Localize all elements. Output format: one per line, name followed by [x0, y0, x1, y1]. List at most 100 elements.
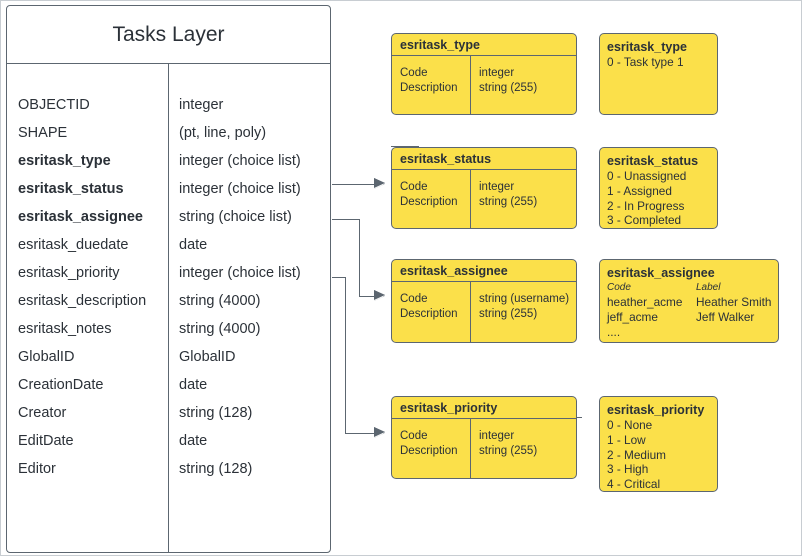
value-col-header-code: Code [607, 282, 631, 293]
schema-box-esritask-status[interactable]: esritask_status Code Description integer… [391, 147, 577, 229]
schema-box-body: Code Description integer string (255) [392, 170, 576, 228]
value-box-title: esritask_assignee [607, 266, 715, 280]
schema-field-name: Description [400, 444, 458, 457]
schema-box-title: esritask_type [392, 34, 576, 56]
schema-box-body: Code Description integer string (255) [392, 419, 576, 478]
field-type: integer (choice list) [179, 265, 301, 281]
field-type: date [179, 433, 208, 449]
connector-priority-seg3 [345, 433, 384, 435]
connector-assignee-seg3 [359, 296, 384, 298]
field-type: string (4000) [179, 293, 261, 309]
schema-field-name: Code [400, 67, 428, 79]
connector-assignee-seg1 [332, 219, 360, 221]
field-name: esritask_assignee [18, 209, 143, 225]
value-box-row: 2 - In Progress [607, 198, 685, 213]
value-box-grid: Code Label heather_acme Heather Smith je… [607, 281, 778, 325]
schema-box-esritask-assignee[interactable]: esritask_assignee Code Description strin… [391, 259, 577, 343]
table-column-divider [168, 64, 170, 552]
value-box-row: 0 - Task type 1 [607, 55, 684, 69]
tasks-layer-table: Tasks Layer OBJECTID SHAPE esritask_type… [6, 5, 331, 553]
field-name: esritask_duedate [18, 237, 129, 253]
field-type: (pt, line, poly) [179, 125, 267, 141]
schema-field-type: integer [479, 430, 515, 442]
schema-box-left-col: Code Description [392, 282, 470, 342]
field-type: date [179, 377, 208, 393]
field-name: esritask_status [18, 181, 124, 197]
schema-box-right-col: string (username) string (255) [470, 282, 576, 342]
field-type-column: integer (pt, line, poly) integer (choice… [168, 64, 330, 552]
field-name: esritask_notes [18, 321, 112, 337]
field-type: string (choice list) [179, 209, 292, 225]
schema-field-type: string (255) [479, 444, 538, 457]
connector-assignee-seg2 [359, 219, 361, 297]
field-type: integer (choice list) [179, 153, 301, 169]
field-name: OBJECTID [18, 97, 90, 113]
value-col-header-label: Label [696, 282, 721, 293]
schema-field-type: integer [479, 67, 515, 79]
field-type: string (128) [179, 405, 253, 421]
value-box-row: 1 - Low [607, 432, 646, 447]
value-label: Heather Smith [696, 295, 772, 309]
field-name: SHAPE [18, 125, 68, 141]
value-box-esritask-status[interactable]: esritask_status 0 - Unassigned 1 - Assig… [599, 147, 718, 229]
schema-box-divider [470, 282, 472, 342]
connector-status-stub [391, 146, 419, 148]
field-type: string (128) [179, 461, 253, 477]
schema-field-name: Description [400, 195, 458, 208]
field-name: Editor [18, 461, 56, 477]
value-box-row: 0 - Unassigned [607, 169, 687, 183]
value-ellipsis: .... [607, 324, 621, 339]
schema-box-divider [470, 56, 472, 114]
schema-box-right-col: integer string (255) [470, 170, 576, 228]
schema-field-type: string (255) [479, 81, 538, 94]
schema-box-left-col: Code Description [392, 56, 470, 114]
field-name: esritask_description [18, 293, 147, 309]
field-type: GlobalID [179, 349, 236, 365]
value-box-row: 2 - Medium [607, 447, 667, 462]
field-name: GlobalID [18, 349, 75, 365]
value-box-title: esritask_status [607, 154, 699, 168]
value-box-title: esritask_type [607, 40, 687, 54]
field-name-column: OBJECTID SHAPE esritask_type esritask_st… [7, 64, 168, 552]
value-box-row: 1 - Assigned [607, 183, 672, 198]
value-code: jeff_acme [607, 309, 658, 324]
value-box-row: 4 - Critical [607, 477, 661, 492]
schema-field-type: string (255) [479, 307, 538, 320]
field-type: date [179, 237, 208, 253]
field-type: integer (choice list) [179, 181, 301, 197]
schema-box-left-col: Code Description [392, 419, 470, 478]
field-type: string (4000) [179, 321, 261, 337]
value-box-esritask-priority[interactable]: esritask_priority 0 - None 1 - Low 2 - M… [599, 396, 718, 492]
value-box-esritask-type[interactable]: esritask_type 0 - Task type 1 [599, 33, 718, 115]
schema-box-esritask-priority[interactable]: esritask_priority Code Description integ… [391, 396, 577, 479]
schema-box-body: Code Description string (username) strin… [392, 282, 576, 342]
schema-field-name: Code [400, 293, 428, 305]
connector-status [332, 184, 384, 186]
schema-field-name: Code [400, 430, 428, 442]
field-name: Creator [18, 405, 67, 421]
field-name: esritask_type [18, 153, 111, 169]
schema-box-right-col: integer string (255) [470, 56, 576, 114]
schema-box-esritask-type[interactable]: esritask_type Code Description integer s… [391, 33, 577, 115]
schema-box-title: esritask_status [392, 148, 576, 170]
schema-field-name: Description [400, 81, 458, 94]
schema-field-name: Description [400, 307, 458, 320]
schema-field-name: Code [400, 181, 428, 193]
field-type: integer [179, 97, 224, 113]
schema-field-type: string (255) [479, 195, 538, 208]
schema-box-right-col: integer string (255) [470, 419, 576, 478]
value-box-esritask-assignee[interactable]: esritask_assignee Code Label heather_acm… [599, 259, 779, 343]
value-box-row: 0 - None [607, 418, 653, 432]
schema-box-divider [470, 419, 472, 478]
value-label: Jeff Walker [696, 309, 755, 324]
schema-field-type: integer [479, 181, 515, 193]
schema-box-left-col: Code Description [392, 170, 470, 228]
schema-box-title: esritask_assignee [392, 260, 576, 282]
value-box-row: 3 - Completed [607, 213, 682, 228]
schema-field-type: string (username) [479, 293, 570, 305]
field-name: CreationDate [18, 377, 104, 393]
schema-box-divider [470, 170, 472, 228]
field-name: esritask_priority [18, 265, 120, 281]
value-box-title: esritask_priority [607, 403, 705, 417]
